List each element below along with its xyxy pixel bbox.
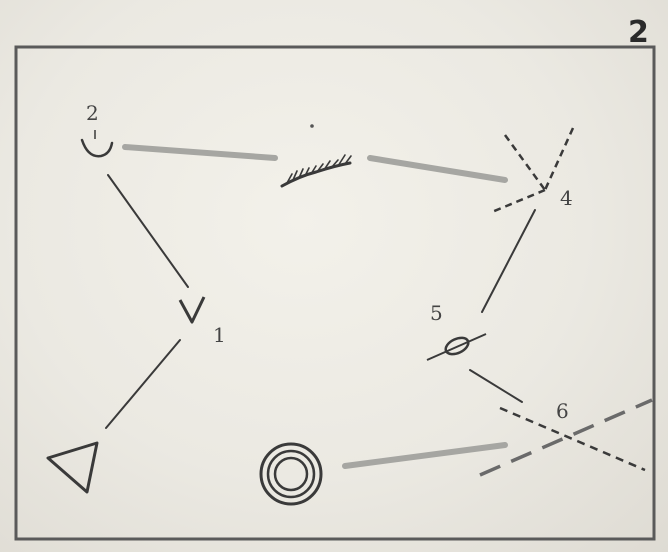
diagram-frame [14,45,656,541]
link-3-4 [367,155,508,183]
node-1-label: 1 [213,323,226,347]
crossed-circle-icon [426,333,487,361]
concentric-circles-icon [259,442,323,506]
link-4-5 [481,209,536,313]
triangle-icon [46,441,99,494]
link-2-1 [107,174,189,288]
node-6-label: 6 [556,399,569,423]
link-5-6 [469,369,523,403]
link-1-triangle [105,339,181,429]
gray-links [122,144,508,469]
link-2-3 [122,144,278,161]
dark-links [105,174,536,429]
node-4-label: 4 [560,186,573,210]
dashed-cross-icon [479,398,653,477]
cup-arc-icon [80,130,114,158]
v-shape-icon [178,296,206,324]
node-5-label: 5 [430,301,443,325]
page-number: 2 [628,15,649,50]
node-2-label: 2 [86,101,99,125]
link-rings-6 [342,442,508,469]
dashed-cross-icon [491,127,575,214]
wavy-fringe-icon [280,124,352,188]
